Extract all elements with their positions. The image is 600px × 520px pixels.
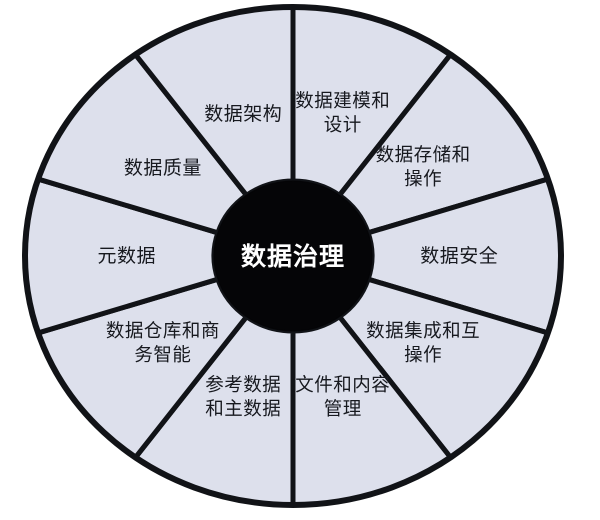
segment-label-line: 和主数据 — [205, 399, 281, 420]
center-hub-label: 数据治理 — [241, 242, 345, 271]
segment-label-line: 数据建模和 — [295, 91, 390, 112]
segment-label-data-modeling-and-design: 数据建模和设计 — [295, 91, 390, 136]
segment-label-data-quality: 数据质量 — [124, 157, 202, 179]
segment-label-line: 管理 — [324, 399, 362, 420]
segment-label-data-security: 数据安全 — [420, 245, 498, 267]
segment-label-line: 数据架构 — [204, 102, 282, 124]
center-hub — [213, 180, 373, 332]
segment-label-document-and-content-management: 文件和内容管理 — [295, 375, 390, 420]
segment-label-line: 文件和内容 — [295, 375, 390, 396]
wheel-segment-labels: 数据建模和设计数据存储和操作数据安全数据集成和互操作文件和内容管理参考数据和主数… — [98, 91, 498, 420]
segment-label-line: 设计 — [324, 115, 362, 136]
segment-label-metadata: 元数据 — [98, 245, 157, 267]
outer-ring — [22, 4, 564, 508]
segment-label-data-architecture: 数据架构 — [204, 102, 282, 124]
segment-label-line: 参考数据 — [205, 375, 281, 396]
segment-label-line: 元数据 — [98, 245, 157, 267]
segment-label-line: 数据集成和互 — [366, 321, 480, 342]
segment-label-line: 数据安全 — [420, 245, 498, 267]
segment-label-data-warehousing-and-business-intelligence: 数据仓库和商务智能 — [106, 321, 220, 366]
segment-label-line: 数据仓库和商 — [106, 321, 220, 342]
segment-label-line: 操作 — [404, 345, 442, 366]
segment-label-reference-and-master-data: 参考数据和主数据 — [205, 375, 281, 420]
segment-label-line: 数据存储和 — [376, 145, 471, 166]
segment-label-line: 务智能 — [134, 345, 191, 366]
segment-label-data-storage-and-operations: 数据存储和操作 — [376, 145, 471, 190]
segment-label-data-integration-and-interoperability: 数据集成和互操作 — [366, 321, 480, 366]
segment-label-line: 操作 — [404, 169, 442, 190]
segment-label-line: 数据质量 — [124, 157, 202, 179]
